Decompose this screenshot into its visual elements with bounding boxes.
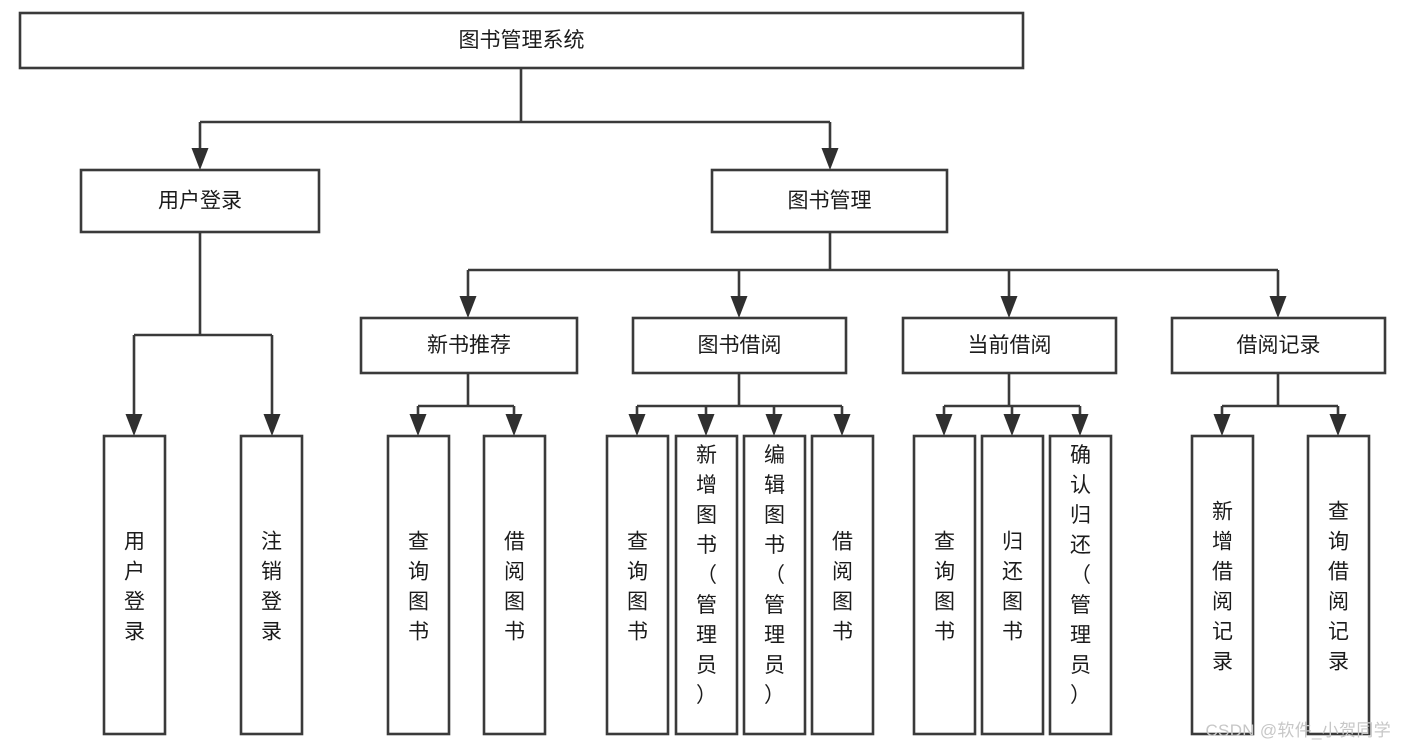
node-label-leaf-borrow-book: 借阅图书 — [832, 530, 853, 643]
node-box-leaf-query-book-rec[interactable] — [386, 434, 451, 736]
node-leaf-query-book-rec[interactable]: 查询图书 — [386, 434, 451, 736]
node-leaf-query-borrow-record[interactable]: 查询借阅记录 — [1306, 434, 1371, 736]
node-label-leaf-query-borrow-record: 查询借阅记录 — [1328, 500, 1349, 673]
node-box-leaf-confirm-return-admin[interactable] — [1048, 434, 1113, 736]
node-box-root[interactable] — [18, 11, 1025, 70]
node-label-user-login: 用户登录 — [158, 190, 242, 213]
borrow-record-arrow-0 — [1213, 414, 1231, 436]
current-borrow-arrow-1 — [1003, 414, 1021, 436]
node-new-book-rec[interactable]: 新书推荐 — [359, 316, 579, 375]
watermark-label: CSDN @软件_小贺同学 — [1205, 721, 1391, 740]
node-leaf-logout[interactable]: 注销登录 — [239, 434, 304, 736]
node-box-leaf-borrow-book-rec[interactable] — [482, 434, 547, 736]
node-leaf-query-book-current[interactable]: 查询图书 — [912, 434, 977, 736]
node-label-leaf-add-borrow-record: 新增借阅记录 — [1212, 500, 1233, 673]
node-box-leaf-query-book-current[interactable] — [912, 434, 977, 736]
node-user-login[interactable]: 用户登录 — [79, 168, 321, 234]
node-borrow-record[interactable]: 借阅记录 — [1170, 316, 1387, 375]
book-manage-arrow-2 — [1000, 296, 1018, 318]
node-leaf-return-book[interactable]: 归还图书 — [980, 434, 1045, 736]
node-label-new-book-rec: 新书推荐 — [427, 334, 511, 357]
root-arrow-1 — [821, 148, 839, 170]
node-leaf-borrow-book[interactable]: 借阅图书 — [810, 434, 875, 736]
borrow-record-arrow-1 — [1329, 414, 1347, 436]
node-layer: 图书管理系统用户登录图书管理新书推荐图书借阅当前借阅借阅记录用户登录注销登录查询… — [18, 11, 1387, 736]
node-leaf-add-book-admin[interactable]: 新增图书（管理员） — [674, 434, 739, 736]
node-label-borrow-record: 借阅记录 — [1237, 334, 1321, 357]
node-label-leaf-user-login: 用户登录 — [124, 530, 145, 643]
node-label-leaf-edit-book-admin: 编辑图书（管理员） — [764, 444, 785, 707]
node-box-leaf-query-book-borrow[interactable] — [605, 434, 670, 736]
node-box-current-borrow[interactable] — [901, 316, 1118, 375]
node-label-book-manage: 图书管理 — [788, 190, 872, 213]
user-login-arrow-1 — [263, 414, 281, 436]
new-book-rec-arrow-1 — [505, 414, 523, 436]
node-leaf-edit-book-admin[interactable]: 编辑图书（管理员） — [742, 434, 807, 736]
new-book-rec-arrow-0 — [409, 414, 427, 436]
node-label-leaf-confirm-return-admin: 确认归还（管理员） — [1070, 444, 1091, 707]
node-label-leaf-add-book-admin: 新增图书（管理员） — [696, 444, 717, 707]
node-label-leaf-return-book: 归还图书 — [1002, 530, 1023, 643]
node-box-user-login[interactable] — [79, 168, 321, 234]
node-label-leaf-query-book-borrow: 查询图书 — [627, 530, 648, 643]
book-borrow-arrow-3 — [833, 414, 851, 436]
current-borrow-arrow-2 — [1071, 414, 1089, 436]
node-label-current-borrow: 当前借阅 — [968, 334, 1052, 357]
node-book-borrow[interactable]: 图书借阅 — [631, 316, 848, 375]
node-box-leaf-edit-book-admin[interactable] — [742, 434, 807, 736]
node-leaf-confirm-return-admin[interactable]: 确认归还（管理员） — [1048, 434, 1113, 736]
node-label-leaf-query-book-rec: 查询图书 — [408, 530, 429, 643]
node-label-leaf-logout: 注销登录 — [261, 530, 282, 643]
node-box-leaf-user-login[interactable] — [102, 434, 167, 736]
book-borrow-arrow-2 — [765, 414, 783, 436]
node-label-root: 图书管理系统 — [459, 29, 585, 52]
node-box-new-book-rec[interactable] — [359, 316, 579, 375]
node-box-leaf-return-book[interactable] — [980, 434, 1045, 736]
node-box-leaf-add-book-admin[interactable] — [674, 434, 739, 736]
node-label-leaf-borrow-book-rec: 借阅图书 — [504, 530, 525, 643]
node-box-leaf-borrow-book[interactable] — [810, 434, 875, 736]
node-box-book-manage[interactable] — [710, 168, 949, 234]
node-box-leaf-logout[interactable] — [239, 434, 304, 736]
node-box-book-borrow[interactable] — [631, 316, 848, 375]
book-borrow-arrow-0 — [628, 414, 646, 436]
node-leaf-borrow-book-rec[interactable]: 借阅图书 — [482, 434, 547, 736]
root-arrow-0 — [191, 148, 209, 170]
node-current-borrow[interactable]: 当前借阅 — [901, 316, 1118, 375]
node-leaf-add-borrow-record[interactable]: 新增借阅记录 — [1190, 434, 1255, 736]
node-root[interactable]: 图书管理系统 — [18, 11, 1025, 70]
book-manage-arrow-1 — [730, 296, 748, 318]
connector-layer — [125, 68, 1347, 436]
book-manage-arrow-0 — [459, 296, 477, 318]
book-manage-arrow-3 — [1269, 296, 1287, 318]
node-book-manage[interactable]: 图书管理 — [710, 168, 949, 234]
node-label-book-borrow: 图书借阅 — [698, 334, 782, 357]
node-box-borrow-record[interactable] — [1170, 316, 1387, 375]
current-borrow-arrow-0 — [935, 414, 953, 436]
node-box-leaf-add-borrow-record[interactable] — [1190, 434, 1255, 736]
node-box-leaf-query-borrow-record[interactable] — [1306, 434, 1371, 736]
node-label-leaf-query-book-current: 查询图书 — [934, 530, 955, 643]
book-borrow-arrow-1 — [697, 414, 715, 436]
user-login-arrow-0 — [125, 414, 143, 436]
node-leaf-user-login[interactable]: 用户登录 — [102, 434, 167, 736]
node-leaf-query-book-borrow[interactable]: 查询图书 — [605, 434, 670, 736]
